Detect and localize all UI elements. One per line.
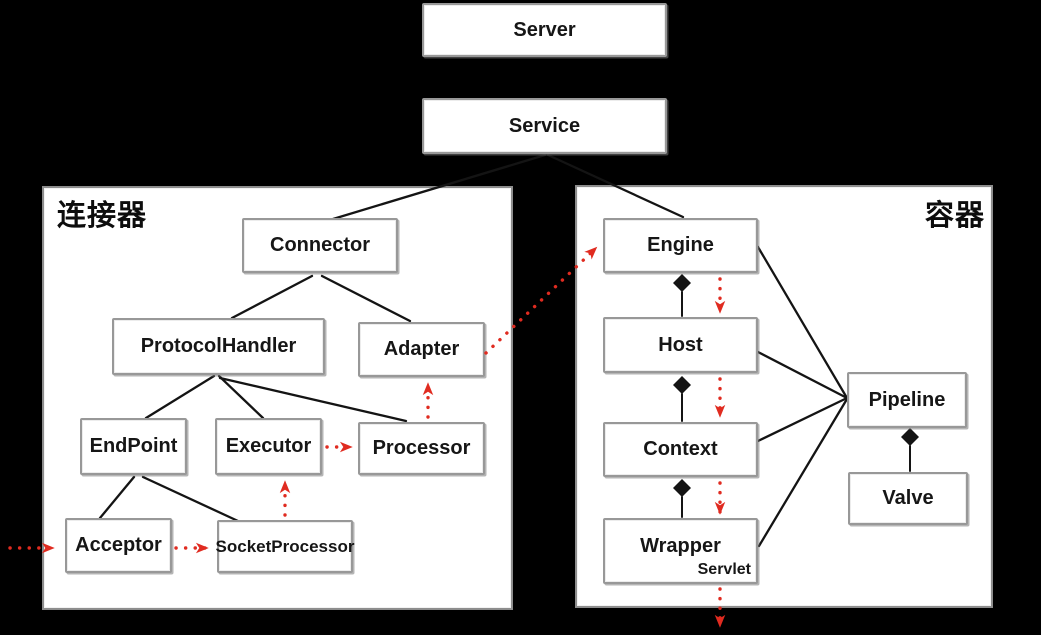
edge-service-connector <box>331 153 547 221</box>
edge-context-pipeline <box>756 396 849 443</box>
node-protocolhandler: ProtocolHandler <box>112 318 325 375</box>
node-pipeline: Pipeline <box>847 372 967 428</box>
composition-diamond-host <box>673 376 691 394</box>
node-engine: Engine <box>603 218 758 273</box>
servlet-label: Servlet <box>697 561 751 578</box>
container-panel-label: 容器 <box>925 200 986 232</box>
edge-connector-protocolhandler <box>230 274 314 320</box>
node-host: Host <box>603 317 758 373</box>
edge-connector-adapter <box>320 274 412 323</box>
node-service: Service <box>422 98 667 154</box>
edge-host-pipeline <box>756 350 849 400</box>
node-adapter: Adapter <box>358 322 485 377</box>
node-context: Context <box>603 422 758 477</box>
node-socketprocessor: SocketProcessor <box>216 520 354 573</box>
edge-protocolhandler-processor <box>218 376 408 423</box>
composition-diamond-pipeline <box>901 428 919 446</box>
node-server: Server <box>422 3 667 57</box>
connector-panel-label: 连接器 <box>57 200 148 232</box>
node-processor: Processor <box>358 422 485 475</box>
edge-engine-pipeline <box>756 245 849 400</box>
edge-endpoint-socketprocessor <box>141 475 240 523</box>
wrapper-label: Wrapper <box>640 534 721 557</box>
arrow-adapter-engine <box>484 246 598 355</box>
node-wrapper: Wrapper Servlet <box>603 518 758 584</box>
composition-diamond-engine <box>673 274 691 292</box>
edge-wrapper-pipeline <box>757 397 849 548</box>
edge-endpoint-acceptor <box>98 475 136 520</box>
node-connector: Connector <box>242 218 398 273</box>
node-executor: Executor <box>215 418 322 475</box>
edge-protocolhandler-executor <box>217 374 265 420</box>
node-acceptor: Acceptor <box>65 518 172 573</box>
composition-diamond-context <box>673 479 691 497</box>
edge-protocolhandler-endpoint <box>144 374 216 420</box>
node-endpoint: EndPoint <box>80 418 187 475</box>
edge-service-engine <box>546 153 685 219</box>
node-valve: Valve <box>848 472 968 525</box>
